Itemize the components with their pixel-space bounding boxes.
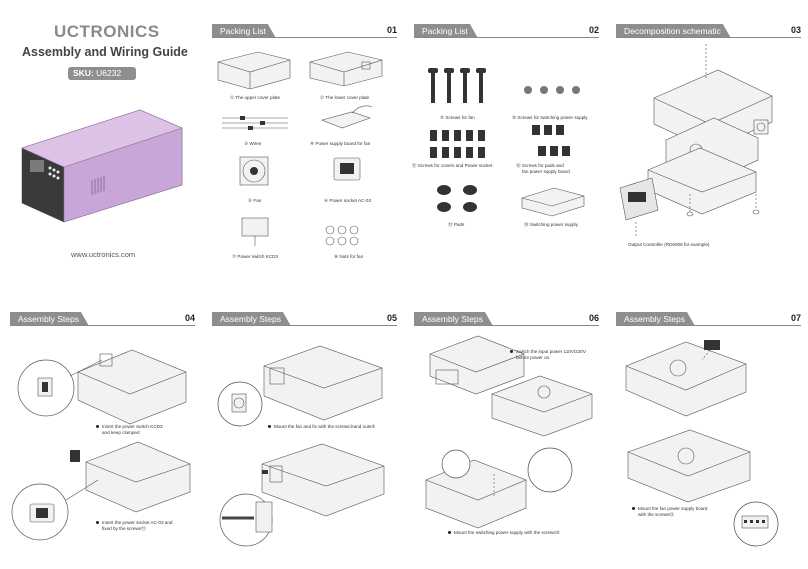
sku-badge: SKU: U6232 [68,67,136,80]
step-07-illustration [625,340,779,547]
page-07: Assembly Steps 07 Mount the fan power su… [606,284,808,568]
step-05-illustration [217,345,385,547]
page-header: Packing List 01 [212,24,397,38]
page-header: Assembly Steps 06 [414,312,599,326]
header-tab: Packing List [212,24,276,38]
part-caption-14: ⑭ Switching power supply [524,222,578,227]
bullet-icon [96,425,99,429]
power-supply-product-image [21,109,183,223]
page-05: Assembly Steps 05 Mount the fan and fix … [202,284,404,568]
header-tab: Packing List [414,24,478,38]
bullet-icon [448,531,451,535]
step-05-note: Mount the fan and fix with the screws⑨an… [268,424,375,430]
header-tab: Assembly Steps [10,312,89,326]
part-caption-6: ⑥ Power socket AC-03 [324,198,372,203]
step-06-note-b: Mount the switching power supply with th… [448,530,560,536]
header-divider [414,325,599,326]
bullet-icon [510,350,513,354]
page-number: 07 [790,313,801,323]
header-tab: Assembly Steps [212,312,291,326]
page-04: Assembly Steps 04 Insert the power switc… [0,284,202,568]
page-header: Decomposition schematic 03 [616,24,801,38]
bullet-icon [632,507,635,511]
part-caption-13: ⑬ Pads [448,222,465,227]
header-divider [212,325,397,326]
page-02: Packing List 02 ⑨ Screws for fan ⑩ Screw… [404,0,606,284]
website-url: www.uctronics.com [71,250,136,259]
page-number: 03 [790,25,801,35]
part-caption-1: ① The upper cover plate [230,95,280,100]
guide-title: Assembly and Wiring Guide [22,45,188,59]
part-caption-5: ⑤ Fan [248,198,262,203]
page-number: 05 [386,313,397,323]
brand-logo: UCTRONICS [54,22,160,41]
bullet-icon [96,521,99,525]
cover-panel: UCTRONICS Assembly and Wiring Guide SKU:… [0,0,202,284]
screws-and-parts-image [428,68,585,217]
part-caption-11: ⑪ Screws for covers and Power socket [412,163,493,168]
page-number: 01 [386,25,397,35]
page-header: Packing List 02 [414,24,599,38]
page-number: 02 [588,25,599,35]
upper-cover-plate-image [217,51,383,246]
page-header: Assembly Steps 07 [616,312,801,326]
part-caption-9: ⑨ Screws for fan [440,115,475,120]
page-number: 06 [588,313,599,323]
header-divider [616,37,801,38]
sku-value: U6232 [96,68,122,78]
part-caption-12a: ⑫ Screws for pads and [516,163,564,168]
header-divider [10,325,195,326]
header-divider [616,325,801,326]
step-04-illustration [11,349,191,541]
part-caption-4: ④ Power supply board for fan [310,141,371,146]
header-divider [414,37,599,38]
bullet-icon [268,425,271,429]
output-controller-label: Output Controller (RD6006 for example) [628,242,710,247]
part-caption-3: ③ Wires [244,141,262,146]
header-divider [212,37,397,38]
page-03: Decomposition schematic 03 Output Contro… [606,0,808,284]
header-tab: Decomposition schematic [616,24,731,38]
header-tab: Assembly Steps [414,312,493,326]
header-tab: Assembly Steps [616,312,695,326]
page-header: Assembly Steps 04 [10,312,195,326]
part-caption-2: ② The lower cover plate [320,95,370,100]
part-caption-10: ⑩ Screws for switching power supply [512,115,588,120]
exploded-view-diagram [619,44,773,238]
part-caption-12b: fan power supply board [522,169,570,174]
part-caption-7: ⑦ Power switch KCD3 [232,254,278,259]
step-06-illustration [425,335,593,529]
page-number: 04 [184,313,195,323]
page-header: Assembly Steps 05 [212,312,397,326]
part-caption-8: ⑧ Nuts for fan [334,254,364,259]
page-06: Assembly Steps 06 Switch the input power… [404,284,606,568]
page-01: Packing List 01 ① The upper cover plate … [202,0,404,284]
